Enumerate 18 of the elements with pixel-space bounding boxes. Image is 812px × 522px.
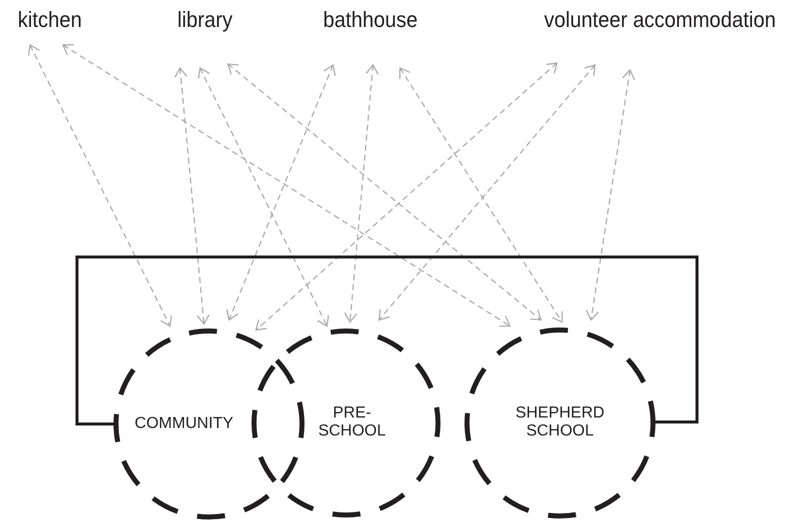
group-label: COMMUNITY	[134, 414, 234, 434]
place-label: kitchen	[18, 7, 82, 33]
arrow	[399, 67, 563, 323]
group-label: PRE- SCHOOL	[317, 404, 387, 442]
arrow	[62, 44, 511, 327]
arrow	[28, 44, 172, 327]
arrow	[226, 64, 336, 321]
place-label: bathhouse	[322, 7, 418, 33]
arrow	[198, 67, 329, 327]
arrow	[378, 64, 596, 321]
arrow	[586, 69, 636, 321]
place-label: library	[177, 7, 233, 33]
group-label: SHEPHERD SCHOOL	[514, 404, 606, 442]
arrow	[174, 67, 210, 325]
place-label: volunteer accommodation	[544, 7, 776, 33]
arrow	[344, 64, 379, 323]
arrow	[255, 62, 558, 331]
arrow	[227, 63, 542, 321]
